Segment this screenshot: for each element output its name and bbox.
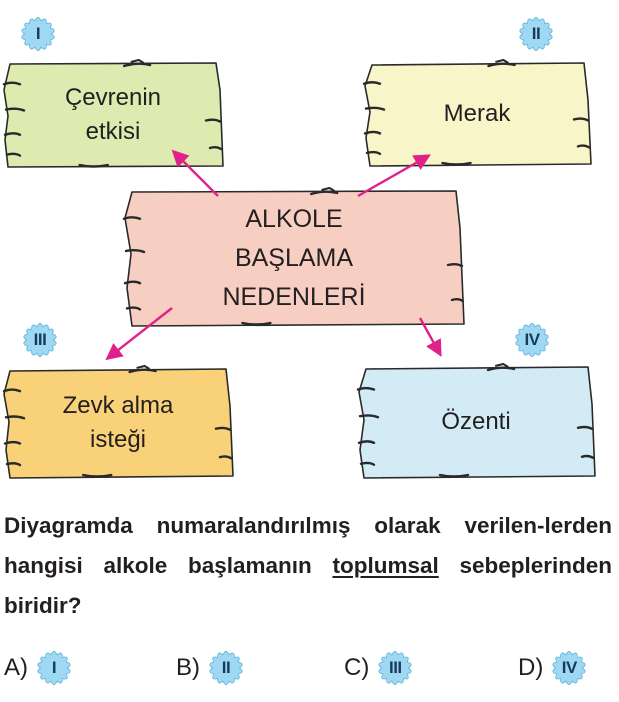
badge-flower-icon <box>519 17 553 51</box>
wood-grain-mark <box>450 298 465 303</box>
badge-flower-icon <box>21 17 55 51</box>
badge-flower-icon <box>552 651 586 685</box>
option-badge: IV <box>551 650 587 686</box>
board-line: Çevrenin <box>64 84 162 111</box>
question-after: sebeplerinden biridir? <box>4 553 612 618</box>
board-line: Zevk alma <box>62 392 174 419</box>
option-label: B) <box>176 654 200 681</box>
center-line: BAŞLAMA <box>234 243 354 272</box>
option-badge: II <box>208 650 244 686</box>
option-c[interactable]: C) III <box>344 648 413 688</box>
option-label: A) <box>4 654 28 681</box>
wood-grain-mark <box>5 462 22 467</box>
badge-numeral: IV <box>524 330 540 349</box>
nail-mark <box>130 58 145 64</box>
wood-grain-mark <box>123 280 142 285</box>
board-merak: Merak <box>362 58 592 168</box>
board-line: isteği <box>89 426 147 453</box>
nail-mark <box>495 58 509 64</box>
wood-grain-mark <box>122 216 142 220</box>
wood-grain-mark <box>208 146 223 151</box>
wood-grain-mark <box>122 62 152 68</box>
wood-grain-mark <box>5 152 22 157</box>
badge-flower-icon <box>37 651 71 685</box>
badge-numeral: III <box>33 330 47 349</box>
nail-mark <box>136 364 151 370</box>
wood-grain-mark <box>124 249 146 254</box>
wood-grain-mark <box>4 415 26 420</box>
board-zevk-alma-istegi: Zevk alma isteği <box>2 364 234 480</box>
option-badge: I <box>36 650 72 686</box>
wood-grain-mark <box>441 161 472 166</box>
wood-grain-mark <box>3 440 22 445</box>
wood-grain-mark <box>358 414 380 419</box>
center-line: NEDENLERİ <box>222 282 366 311</box>
board-line: Merak <box>443 100 511 127</box>
badge-numeral: I <box>51 658 57 677</box>
wood-grain-mark <box>487 62 516 68</box>
badge-numeral: III <box>388 658 402 677</box>
wood-board-shape <box>2 58 224 168</box>
numeral-badge-iv: IV <box>514 322 550 358</box>
wood-grain-mark <box>363 130 382 135</box>
badge-numeral: I <box>35 24 41 43</box>
wood-grain-mark <box>438 473 470 478</box>
badge-flower-icon <box>23 323 57 357</box>
wood-board-shape <box>2 364 234 479</box>
option-label: C) <box>344 654 370 681</box>
question-before: Diyagramda numaralandırılmış olarak veri… <box>4 513 612 578</box>
option-a[interactable]: A) I <box>4 648 72 688</box>
wood-grain-mark <box>128 368 157 374</box>
wood-grain-mark <box>580 454 595 459</box>
wood-grain-mark <box>2 81 22 86</box>
question-underlined: toplumsal <box>332 553 439 578</box>
wood-grain-mark <box>204 118 222 123</box>
wood-grain-mark <box>365 150 382 156</box>
wood-grain-mark <box>78 163 109 168</box>
wood-grain-mark <box>362 81 382 85</box>
wood-grain-mark <box>3 132 22 136</box>
wood-grain-mark <box>82 473 113 478</box>
wood-grain-mark <box>446 263 464 268</box>
board-cevrenin-etkisi: Çevrenin etkisi <box>2 58 224 170</box>
option-badge: III <box>377 650 413 686</box>
nail-mark <box>321 186 336 192</box>
numeral-badge-iii: III <box>22 322 58 358</box>
wood-grain-mark <box>4 107 26 112</box>
numeral-badge-ii: II <box>518 16 554 52</box>
badge-flower-icon <box>209 651 243 685</box>
wood-grain-mark <box>359 461 376 466</box>
wood-grain-mark <box>576 425 594 430</box>
wood-grain-mark <box>486 366 516 372</box>
wood-grain-mark <box>214 426 232 431</box>
nail-mark <box>494 362 509 368</box>
badge-numeral: IV <box>561 658 578 677</box>
badge-numeral: II <box>531 24 541 43</box>
board-line: etkisi <box>85 118 141 145</box>
wood-grain-mark <box>364 106 386 111</box>
badge-flower-icon <box>515 323 549 357</box>
board-ozenti: Özenti <box>356 362 596 480</box>
wood-board-shape <box>356 362 596 479</box>
wood-grain-mark <box>310 190 339 196</box>
board-line: Özenti <box>441 408 511 435</box>
wood-grain-mark <box>218 455 233 460</box>
question-text: Diyagramda numaralandırılmış olarak veri… <box>4 506 612 626</box>
option-d[interactable]: D) IV <box>518 648 587 688</box>
wood-grain-mark <box>356 386 376 391</box>
option-label: D) <box>518 654 544 681</box>
option-b[interactable]: B) II <box>176 648 244 688</box>
badge-flower-icon <box>378 651 412 685</box>
wood-grain-mark <box>576 144 591 149</box>
wood-grain-mark <box>241 321 272 326</box>
wood-grain-mark <box>572 117 590 122</box>
wood-grain-mark <box>357 440 376 445</box>
board-center: ALKOLE BAŞLAMA NEDENLERİ <box>122 186 466 328</box>
center-line: ALKOLE <box>245 204 343 233</box>
numeral-badge-i: I <box>20 16 56 52</box>
badge-numeral: II <box>221 658 231 677</box>
wood-grain-mark <box>2 388 22 393</box>
